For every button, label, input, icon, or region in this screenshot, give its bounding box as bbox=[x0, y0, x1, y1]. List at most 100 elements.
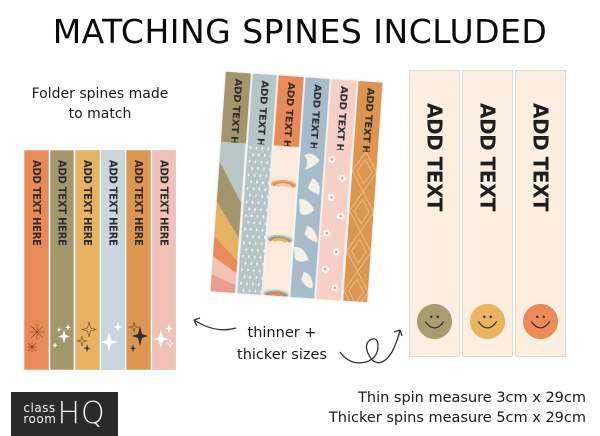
spine-label: ADD TEXT bbox=[475, 103, 500, 212]
flower-mark bbox=[332, 248, 340, 256]
dot-mark bbox=[246, 268, 249, 272]
thick-binder-spines: ADD TEXT ADD TEXT ADD TEXT bbox=[409, 70, 586, 357]
dot-mark bbox=[243, 275, 245, 279]
dot-mark bbox=[248, 241, 251, 245]
sparkle-icon bbox=[128, 321, 148, 353]
folder-caption: Folder spines made to match bbox=[18, 84, 182, 124]
folder-spine: ADD TEXT HERE bbox=[151, 150, 176, 370]
smiley-icon bbox=[416, 303, 453, 340]
dot-mark bbox=[255, 262, 258, 266]
rainbow-pattern bbox=[263, 145, 299, 297]
dot-mark bbox=[261, 180, 264, 185]
spine-label: ADD TEXT HERE bbox=[106, 160, 120, 246]
flower-mark bbox=[331, 284, 339, 292]
spine-label: ADD TEXT HERE bbox=[131, 160, 145, 246]
dot-mark bbox=[262, 167, 265, 171]
size-note: thinner + thicker sizes bbox=[222, 322, 342, 366]
dot-mark bbox=[252, 221, 255, 225]
dot-mark bbox=[255, 146, 257, 150]
dot-mark bbox=[247, 173, 250, 177]
dot-mark bbox=[254, 275, 257, 280]
dot-mark bbox=[259, 160, 262, 164]
dot-mark bbox=[239, 281, 242, 285]
dot-mark bbox=[253, 255, 256, 259]
size-note-line2: thicker sizes bbox=[237, 347, 327, 363]
thin-spine: ADD TEXT HERE bbox=[236, 73, 277, 295]
dot-mark bbox=[246, 220, 249, 225]
folder-spine: ADD TEXT HERE bbox=[49, 150, 74, 370]
sparkle-icon bbox=[100, 322, 122, 352]
thick-spine: ADD TEXT bbox=[462, 70, 513, 357]
dot-mark bbox=[263, 187, 266, 192]
spine-label: ADD TEXT HERE bbox=[29, 160, 43, 246]
spine-label: ADD TEXT HERE bbox=[55, 160, 69, 246]
doves-pattern bbox=[289, 147, 325, 299]
logo-text-hq: HQ bbox=[57, 396, 106, 431]
thin-spine: ADD TEXT HERE bbox=[342, 80, 383, 303]
dot-mark bbox=[259, 255, 261, 259]
dot-mark bbox=[245, 200, 248, 204]
dot-mark bbox=[249, 261, 252, 266]
dot-mark bbox=[248, 275, 251, 279]
dot-mark bbox=[257, 201, 259, 205]
thick-spine: ADD TEXT bbox=[409, 70, 460, 357]
rays-pattern bbox=[210, 141, 246, 293]
dot-mark bbox=[252, 268, 255, 273]
folder-caption-line1: Folder spines made bbox=[31, 86, 169, 102]
dot-mark bbox=[248, 159, 251, 163]
dot-mark bbox=[250, 166, 253, 170]
dot-mark bbox=[244, 213, 247, 218]
thin-binder-spines: ADD TEXT HERE ADD TEXT HERE ADD TEXT HER… bbox=[210, 71, 384, 303]
dot-mark bbox=[264, 222, 267, 226]
thick-measurement: Thicker spins measure 5cm x 29cm bbox=[328, 410, 586, 426]
folder-spine: ADD TEXT HERE bbox=[24, 150, 49, 370]
dot-mark bbox=[253, 173, 255, 177]
thick-spine: ADD TEXT bbox=[515, 70, 566, 357]
dot-mark bbox=[259, 173, 261, 178]
loop-arrow-icon bbox=[339, 329, 403, 364]
dot-mark bbox=[267, 181, 270, 185]
dot-mark bbox=[251, 200, 254, 204]
dot-mark bbox=[254, 160, 256, 164]
spine-label: ADD TEXT bbox=[528, 103, 553, 212]
folder-spine: ADD TEXT HERE bbox=[100, 150, 125, 370]
folder-spines: ADD TEXT HERE ADD TEXT HERE ADD TEXT HER… bbox=[24, 150, 176, 370]
dot-mark bbox=[260, 242, 262, 246]
flower-mark bbox=[321, 265, 329, 273]
dot-mark bbox=[262, 201, 265, 205]
dot-mark bbox=[253, 207, 256, 211]
dot-mark bbox=[258, 221, 261, 225]
logo-small-text: class room bbox=[23, 402, 56, 425]
dot-mark bbox=[263, 153, 266, 158]
dot-mark bbox=[258, 269, 261, 273]
measurements: Thin spin measure 3cm x 29cm Thicker spi… bbox=[329, 388, 586, 428]
dot-mark bbox=[261, 228, 263, 232]
thin-spine: ADD TEXT HERE bbox=[316, 79, 357, 301]
dot-mark bbox=[257, 235, 260, 239]
dot-mark bbox=[260, 276, 263, 280]
dot-mark bbox=[249, 227, 252, 232]
dot-mark bbox=[242, 241, 245, 245]
dot-mark bbox=[244, 261, 246, 265]
dot-mark bbox=[260, 194, 263, 198]
dot-mark bbox=[246, 186, 249, 190]
dot-mark bbox=[265, 160, 268, 165]
dot-mark bbox=[262, 249, 265, 253]
flower-mark bbox=[327, 193, 335, 202]
sparkle-icon bbox=[51, 324, 71, 349]
thin-spine: ADD TEXT HERE bbox=[263, 75, 304, 297]
dot-mark bbox=[256, 166, 259, 171]
dot-mark bbox=[245, 247, 247, 252]
dot-mark bbox=[265, 208, 268, 212]
spine-label: ADD TEXT bbox=[422, 103, 447, 212]
dot-mark bbox=[249, 146, 251, 150]
flower-mark bbox=[328, 155, 336, 164]
thin-spine: ADD TEXT HERE bbox=[210, 71, 251, 293]
dot-mark bbox=[259, 289, 262, 294]
dot-mark bbox=[241, 254, 244, 258]
spine-label: ADD TEXT HERE bbox=[80, 160, 94, 246]
dot-mark bbox=[242, 288, 244, 292]
flower-mark bbox=[338, 174, 347, 182]
dot-mark bbox=[266, 194, 269, 199]
dot-mark bbox=[268, 167, 271, 172]
